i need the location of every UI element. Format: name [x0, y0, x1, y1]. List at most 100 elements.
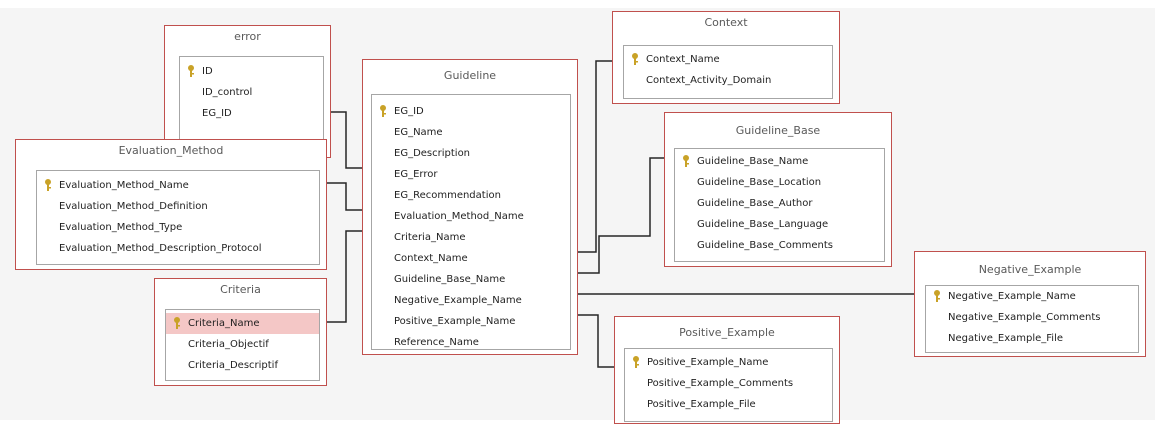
field-name: Guideline_Base_Comments [697, 240, 833, 251]
field-name: Guideline_Base_Location [697, 177, 822, 188]
field-row[interactable]: Reference_Name [372, 332, 570, 353]
field-name: Positive_Example_Name [394, 316, 516, 327]
field-row[interactable]: EG_ID [372, 101, 570, 122]
field-name: EG_Recommendation [394, 190, 501, 201]
primary-key-icon [188, 65, 194, 77]
field-name: EG_Description [394, 148, 471, 159]
field-row[interactable]: Criteria_Objectif [166, 334, 319, 355]
field-name: Evaluation_Method_Name [394, 211, 524, 222]
table-title[interactable]: Guideline [443, 69, 497, 82]
table-negative-example[interactable]: Negative_Example Negative_Example_Name N… [914, 251, 1146, 357]
field-list: Guideline_Base_Name Guideline_Base_Locat… [674, 148, 885, 262]
field-row[interactable]: Guideline_Base_Location [675, 172, 884, 193]
field-name: EG_Name [394, 127, 443, 138]
table-evaluation-method[interactable]: Evaluation_Method Evaluation_Method_Name… [15, 139, 327, 270]
field-row[interactable]: Context_Name [624, 49, 832, 70]
field-row[interactable]: Guideline_Base_Language [675, 214, 884, 235]
field-row-selected[interactable]: Criteria_Name [166, 313, 319, 334]
relationship-line-context-guideline[interactable] [571, 60, 620, 253]
primary-key-icon [174, 317, 180, 329]
relationship-line-error-guideline[interactable] [323, 111, 370, 169]
field-name: Criteria_Objectif [188, 339, 269, 350]
field-name: Positive_Example_File [647, 399, 756, 410]
field-row[interactable]: Negative_Example_File [926, 328, 1138, 349]
field-row[interactable]: Guideline_Base_Comments [675, 235, 884, 256]
table-error[interactable]: error ID ID_control EG_ID [164, 25, 331, 158]
field-list: Criteria_Name Criteria_Objectif Criteria… [165, 309, 320, 381]
table-title[interactable]: Positive_Example [679, 326, 775, 339]
field-list: Negative_Example_Name Negative_Example_C… [925, 285, 1139, 353]
field-row[interactable]: Positive_Example_Name [372, 311, 570, 332]
table-guideline-base[interactable]: Guideline_Base Guideline_Base_Name Guide… [664, 112, 892, 267]
field-row[interactable]: EG_Error [372, 164, 570, 185]
table-title[interactable]: Evaluation_Method [118, 144, 224, 157]
table-title[interactable]: Guideline_Base [735, 124, 821, 137]
primary-key-icon [380, 105, 386, 117]
field-row[interactable]: EG_Description [372, 143, 570, 164]
table-title[interactable]: Criteria [220, 283, 261, 296]
field-row[interactable]: Negative_Example_Comments [926, 307, 1138, 328]
field-row[interactable]: ID [180, 61, 323, 82]
field-list: EG_ID EG_Name EG_Description EG_Error EG… [371, 94, 571, 350]
primary-key-icon [45, 179, 51, 191]
field-row[interactable]: Positive_Example_File [625, 394, 832, 415]
field-name: Context_Activity_Domain [646, 75, 772, 86]
field-row[interactable]: Context_Name [372, 248, 570, 269]
field-name: ID [202, 66, 213, 77]
relationship-line-evaluation-method-guideline[interactable] [319, 182, 370, 211]
table-positive-example[interactable]: Positive_Example Positive_Example_Name P… [614, 316, 840, 424]
field-row[interactable]: Evaluation_Method_Description_Protocol [37, 238, 319, 259]
table-title[interactable]: error [234, 30, 261, 43]
table-guideline[interactable]: Guideline EG_ID EG_Name EG_Description E… [362, 59, 578, 355]
relationship-line-criteria-guideline[interactable] [319, 230, 370, 323]
table-title[interactable]: Negative_Example [978, 263, 1082, 276]
field-list: Context_Name Context_Activity_Domain [623, 45, 833, 99]
field-name: Reference_Name [394, 337, 479, 348]
field-name: Guideline_Base_Author [697, 198, 813, 209]
field-name: Evaluation_Method_Name [59, 180, 189, 191]
field-row[interactable]: Criteria_Descriptif [166, 355, 319, 376]
field-row[interactable]: Positive_Example_Name [625, 352, 832, 373]
field-name: Positive_Example_Name [647, 357, 769, 368]
field-row[interactable]: Negative_Example_Name [372, 290, 570, 311]
field-name: Guideline_Base_Name [394, 274, 506, 285]
field-name: Evaluation_Method_Type [59, 222, 183, 233]
field-row[interactable]: Evaluation_Method_Name [37, 175, 319, 196]
field-row[interactable]: Criteria_Name [372, 227, 570, 248]
field-name: EG_ID [394, 106, 424, 117]
field-row[interactable]: EG_ID [180, 103, 323, 124]
table-context[interactable]: Context Context_Name Context_Activity_Do… [612, 11, 840, 104]
field-row[interactable]: Context_Activity_Domain [624, 70, 832, 91]
field-name: Negative_Example_Comments [948, 312, 1101, 323]
primary-key-icon [633, 356, 639, 368]
field-row[interactable]: Evaluation_Method_Name [372, 206, 570, 227]
field-name: Negative_Example_File [948, 333, 1063, 344]
field-row[interactable]: EG_Name [372, 122, 570, 143]
field-row[interactable]: Guideline_Base_Name [675, 151, 884, 172]
field-row[interactable]: Positive_Example_Comments [625, 373, 832, 394]
table-criteria[interactable]: Criteria Criteria_Name Criteria_Objectif… [154, 278, 327, 386]
field-row[interactable]: ID_control [180, 82, 323, 103]
field-list: ID ID_control EG_ID [179, 56, 324, 152]
field-row[interactable]: Guideline_Base_Author [675, 193, 884, 214]
relationship-line-positive-example-guideline[interactable] [571, 314, 622, 368]
field-name: Guideline_Base_Language [697, 219, 829, 230]
field-name: EG_ID [202, 108, 232, 119]
field-name: Context_Name [394, 253, 468, 264]
field-row[interactable]: Guideline_Base_Name [372, 269, 570, 290]
relationship-line-guideline-base-guideline[interactable] [571, 157, 673, 274]
field-row[interactable]: Evaluation_Method_Definition [37, 196, 319, 217]
field-name: Criteria_Name [394, 232, 466, 243]
field-name: Context_Name [646, 54, 720, 65]
field-row[interactable]: Negative_Example_Name [926, 286, 1138, 307]
field-row[interactable]: Evaluation_Method_Type [37, 217, 319, 238]
table-title[interactable]: Context [704, 16, 748, 29]
field-name: Guideline_Base_Name [697, 156, 809, 167]
primary-key-icon [632, 53, 638, 65]
primary-key-icon [683, 155, 689, 167]
field-list: Evaluation_Method_Name Evaluation_Method… [36, 170, 320, 265]
canvas-bottom-margin [0, 420, 1155, 428]
field-row[interactable]: EG_Recommendation [372, 185, 570, 206]
